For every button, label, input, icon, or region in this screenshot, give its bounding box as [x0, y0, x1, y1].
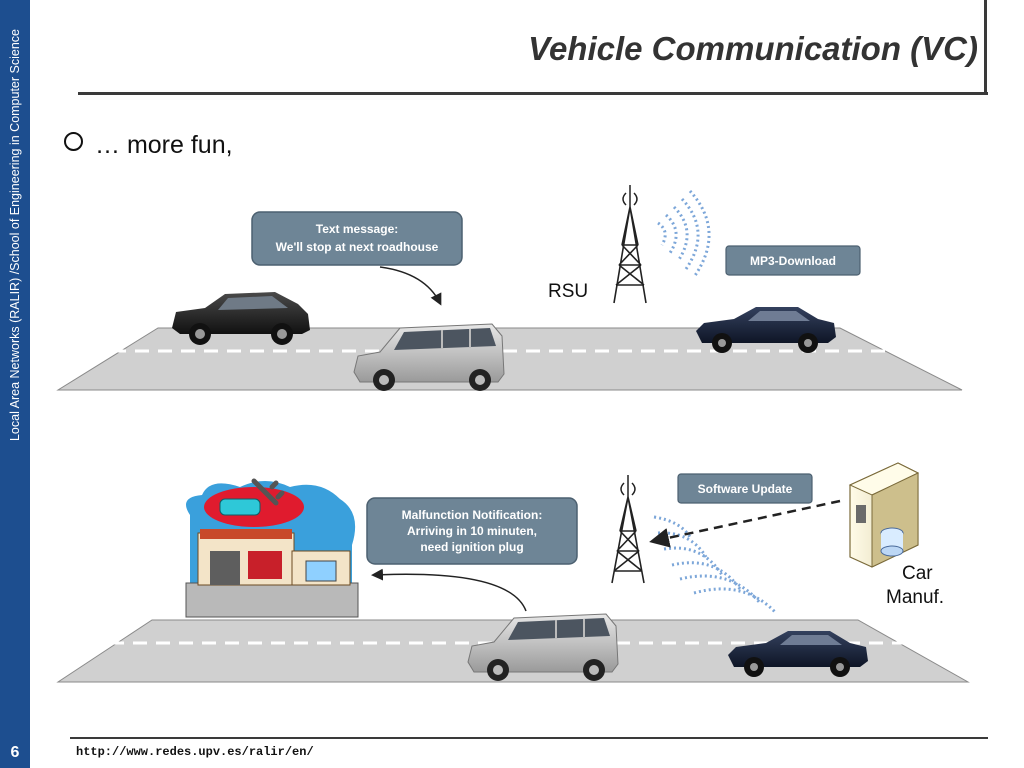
vehicle-communication-diagram: Text message: We'll stop at next roadhou…	[56, 185, 970, 683]
bullet-text: … more fun,	[95, 131, 233, 159]
malfunction-line3: need ignition plug	[420, 540, 523, 554]
rsu-tower-bottom	[611, 475, 645, 584]
rsu-label: RSU	[548, 281, 588, 302]
mp3-download-text: MP3-Download	[750, 254, 836, 268]
silver-van	[353, 323, 505, 391]
malfunction-line2: Arriving in 10 minuten,	[407, 524, 537, 538]
car-manuf-line1: Car	[902, 563, 933, 584]
footer-url: http://www.redes.upv.es/ralir/en/	[76, 745, 314, 759]
software-update-label: Software Update	[677, 473, 813, 504]
server-icon	[848, 462, 920, 568]
rsu-tower	[613, 185, 647, 304]
slide-title: Vehicle Communication (VC)	[528, 30, 978, 67]
malfunction-arrow	[371, 568, 527, 612]
sidebar: Local Area Networks (RALIR) /School of E…	[0, 0, 30, 768]
bottom-scene: Malfunction Notification: Arriving in 10…	[56, 462, 970, 683]
signal-waves-bottom	[653, 515, 778, 615]
page-number: 6	[10, 744, 20, 761]
silver-van-bottom	[467, 613, 619, 681]
navy-sedan	[696, 307, 836, 353]
text-message-line1: Text message:	[316, 222, 398, 236]
software-update-text: Software Update	[698, 482, 793, 496]
title-divider	[78, 92, 988, 95]
dark-suv-car	[172, 292, 310, 345]
message-arrow-top	[379, 266, 442, 306]
bullet-circle-icon	[64, 132, 83, 151]
mp3-download-label: MP3-Download	[725, 245, 861, 276]
software-update-arrow	[649, 499, 841, 548]
malfunction-line1: Malfunction Notification:	[402, 508, 543, 522]
title-divider-vertical	[984, 0, 987, 95]
footer-divider	[70, 737, 988, 739]
bullet-item: … more fun,	[64, 131, 233, 160]
navy-sedan-bottom	[728, 631, 868, 677]
text-message-bubble: Text message: We'll stop at next roadhou…	[251, 211, 463, 266]
signal-waves-top	[657, 189, 711, 278]
top-scene: Text message: We'll stop at next roadhou…	[56, 185, 963, 391]
garage-building	[185, 478, 359, 618]
malfunction-bubble: Malfunction Notification: Arriving in 10…	[366, 497, 578, 565]
car-manuf-line2: Manuf.	[886, 587, 944, 608]
sidebar-caption: Local Area Networks (RALIR) /School of E…	[8, 29, 22, 442]
text-message-line2: We'll stop at next roadhouse	[276, 240, 439, 254]
